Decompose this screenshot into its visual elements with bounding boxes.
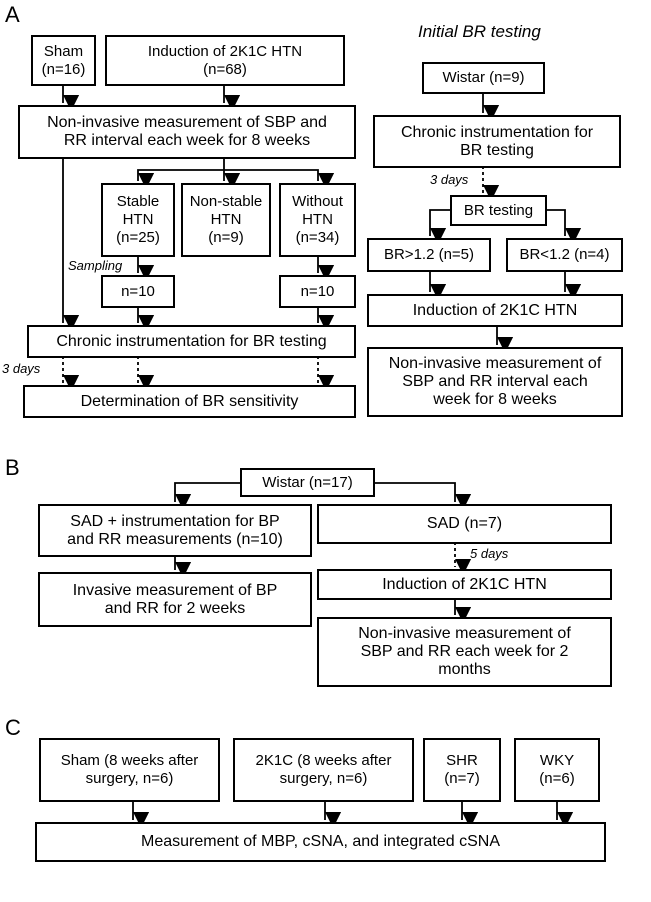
wistar-box: Wistar (n=9) — [422, 62, 545, 94]
n10-right-box: n=10 — [279, 275, 356, 308]
wky-box: WKY (n=6) — [514, 738, 600, 802]
three-days-right-note: 3 days — [430, 172, 469, 187]
2k1c-c-box: 2K1C (8 weeks after surgery, n=6) — [233, 738, 414, 802]
panel-c-label: C — [5, 715, 21, 740]
chronic-right-box: Chronic instrumentation for BR testing — [373, 115, 621, 168]
sampling-note: Sampling — [68, 258, 123, 273]
induction-right-box: Induction of 2K1C HTN — [367, 294, 623, 327]
without-htn-box: Without HTN (n=34) — [279, 183, 356, 257]
br-high-box: BR>1.2 (n=5) — [367, 238, 491, 272]
sad-instr-box: SAD + instrumentation for BP and RR meas… — [38, 504, 312, 557]
stable-htn-box: Stable HTN (n=25) — [101, 183, 175, 257]
chronic-box: Chronic instrumentation for BR testing — [27, 325, 356, 358]
invasive-box: Invasive measurement of BP and RR for 2 … — [38, 572, 312, 627]
panel-a-label: A — [5, 2, 20, 27]
measurement-c-box: Measurement of MBP, cSNA, and integrated… — [35, 822, 606, 862]
br-low-box: BR<1.2 (n=4) — [506, 238, 623, 272]
br-testing-box: BR testing — [450, 195, 547, 226]
initial-br-title: Initial BR testing — [418, 22, 541, 41]
nonstable-htn-box: Non-stable HTN (n=9) — [181, 183, 271, 257]
determination-box: Determination of BR sensitivity — [23, 385, 356, 418]
sad-box: SAD (n=7) — [317, 504, 612, 544]
shr-box: SHR (n=7) — [423, 738, 501, 802]
induction-b-box: Induction of 2K1C HTN — [317, 569, 612, 600]
noninvasive-b-box: Non-invasive measurement of SBP and RR e… — [317, 617, 612, 687]
three-days-note: 3 days — [2, 361, 41, 376]
n10-left-box: n=10 — [101, 275, 175, 308]
wistar-b-box: Wistar (n=17) — [240, 468, 375, 497]
panel-b-label: B — [5, 455, 20, 480]
sham-c-box: Sham (8 weeks after surgery, n=6) — [39, 738, 220, 802]
noninvasive-right-box: Non-invasive measurement of SBP and RR i… — [367, 347, 623, 417]
noninvasive-box: Non-invasive measurement of SBP and RR i… — [18, 105, 356, 159]
sham-box: Sham (n=16) — [31, 35, 96, 86]
induction-box: Induction of 2K1C HTN (n=68) — [105, 35, 345, 86]
five-days-note: 5 days — [470, 546, 509, 561]
